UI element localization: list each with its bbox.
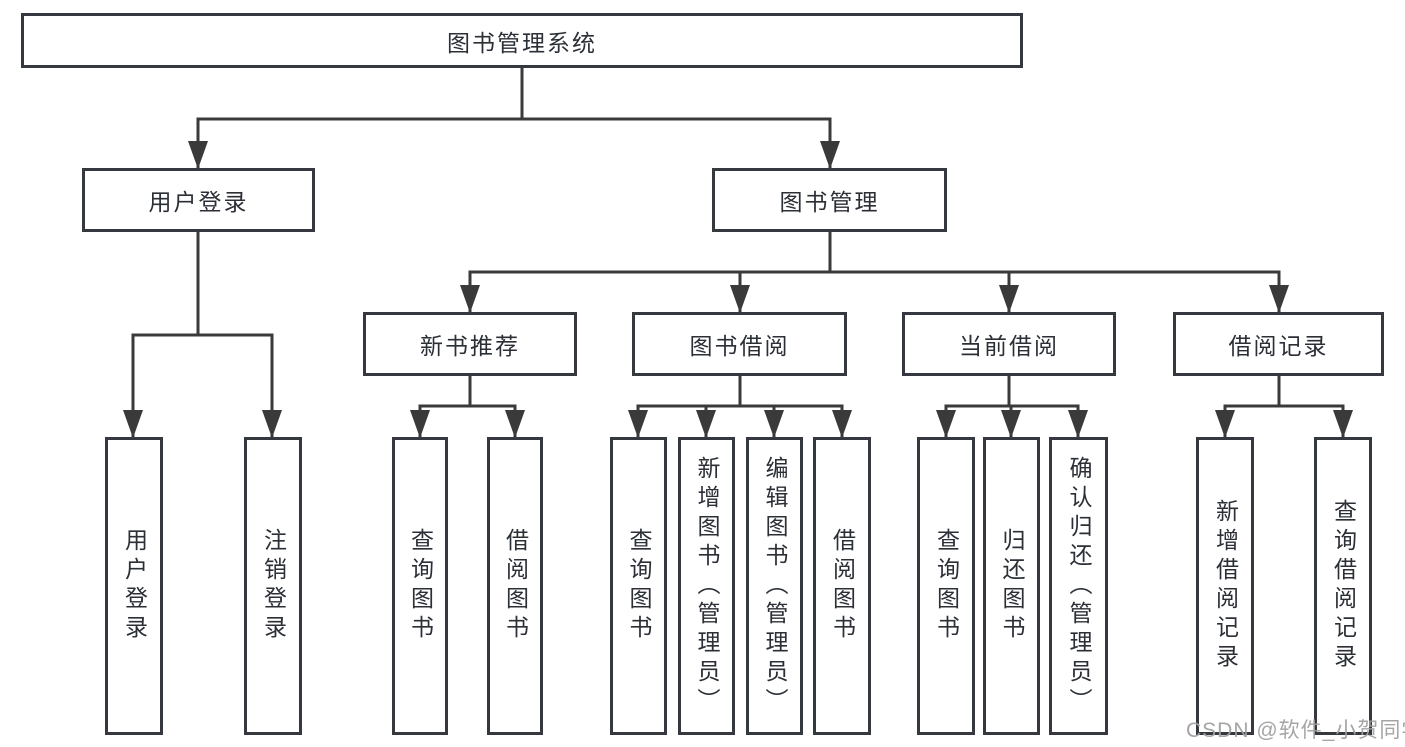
node-label: 图书管理系统 [447, 29, 597, 56]
node-label: 当前借阅 [959, 333, 1059, 359]
leaf-add-book-admin: 新增图书（管理员） [678, 437, 735, 735]
leaf-edit-book-admin: 编辑图书（管理员） [746, 437, 803, 735]
leaf-add-borrow-record: 新增借阅记录 [1196, 437, 1254, 735]
node-label: 借阅图书 [829, 528, 856, 644]
leaf-borrow-books-recommend: 借阅图书 [487, 437, 543, 735]
node-label: 用户登录 [148, 189, 249, 215]
node-book-management: 图书管理 [712, 168, 947, 232]
node-borrow-records: 借阅记录 [1173, 312, 1384, 376]
node-label: 查询图书 [407, 528, 434, 644]
leaf-query-books-borrow: 查询图书 [610, 437, 667, 735]
node-label: 新增借阅记录 [1212, 499, 1239, 673]
leaf-logout: 注销登录 [244, 437, 302, 735]
node-user-login: 用户登录 [82, 168, 315, 232]
node-label: 归还图书 [999, 528, 1025, 644]
node-new-book-recommend: 新书推荐 [363, 312, 577, 376]
leaf-user-login: 用户登录 [105, 437, 163, 735]
leaf-return-book: 归还图书 [983, 437, 1040, 735]
node-label: 新增图书（管理员） [694, 455, 720, 717]
leaf-confirm-return-admin: 确认归还（管理员） [1049, 437, 1108, 735]
leaf-query-books-current: 查询图书 [917, 437, 975, 735]
connector-paths [131, 68, 1345, 439]
leaf-query-books-recommend: 查询图书 [392, 437, 448, 735]
node-label: 编辑图书（管理员） [762, 455, 788, 717]
node-label: 查询图书 [933, 528, 960, 644]
node-label: 图书借阅 [689, 333, 790, 359]
node-root-system: 图书管理系统 [21, 13, 1023, 68]
node-label: 查询借阅记录 [1330, 499, 1357, 673]
node-current-borrow: 当前借阅 [902, 312, 1116, 376]
csdn-watermark: CSDN @软件_小贺同学 [1186, 719, 1405, 742]
node-label: 用户登录 [121, 528, 148, 644]
node-label: 借阅记录 [1228, 333, 1329, 359]
leaf-borrow-book: 借阅图书 [813, 437, 871, 735]
node-label: 查询图书 [626, 528, 652, 644]
node-label: 图书管理 [779, 189, 880, 215]
node-label: 借阅图书 [502, 528, 529, 644]
node-label: 确认归还（管理员） [1066, 455, 1092, 717]
node-book-borrow: 图书借阅 [632, 312, 847, 376]
node-label: 新书推荐 [420, 333, 520, 359]
node-label: 注销登录 [260, 528, 287, 644]
leaf-query-borrow-record: 查询借阅记录 [1314, 437, 1372, 735]
